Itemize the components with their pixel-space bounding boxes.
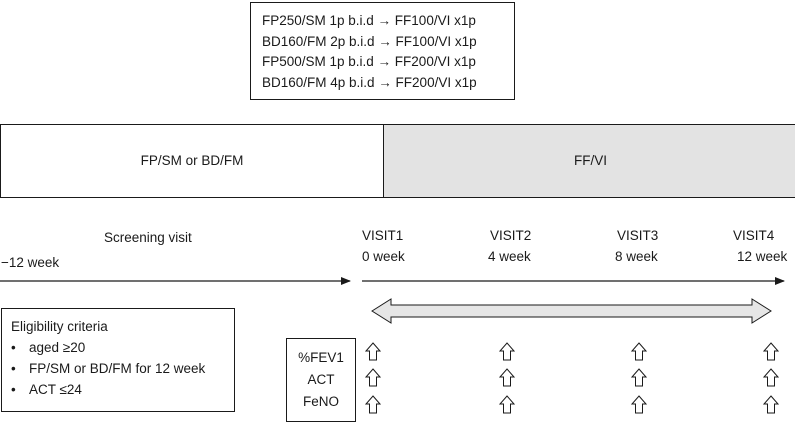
visit2-label: VISIT2: [490, 228, 532, 243]
eligibility-item: • aged ≥20: [11, 337, 234, 358]
visit3-week: 8 week: [615, 249, 658, 264]
phase-bar: FP/SM or BD/FM FF/VI: [0, 124, 795, 198]
up-arrow-icon: [630, 342, 648, 361]
run-in-phase-label: FP/SM or BD/FM: [140, 153, 244, 168]
drug-switch-box: FP250/SM 1p b.i.d → FF100/VI x1p BD160/F…: [250, 2, 515, 100]
bullet: •: [11, 340, 16, 355]
screening-week-label: −12 week: [1, 255, 60, 270]
visit1-label: VISIT1: [362, 228, 404, 243]
bullet: •: [11, 382, 16, 397]
eligibility-item-text: FP/SM or BD/FM for 12 week: [29, 361, 206, 376]
screening-visit-label: Screening visit: [104, 230, 192, 245]
treatment-phase-label: FF/VI: [574, 153, 607, 168]
up-arrow-icon: [498, 395, 516, 414]
eligibility-box: Eligibility criteria • aged ≥20 • FP/SM or…: [1, 308, 235, 412]
measure-item: FeNO: [302, 394, 339, 409]
eligibility-item-text: aged ≥20: [29, 340, 86, 355]
eligibility-item: • FP/SM or BD/FM for 12 week: [11, 358, 234, 379]
switch-line: BD160/FM 4p b.i.d → FF200/VI x1p: [262, 74, 477, 90]
up-arrow-icon: [762, 342, 780, 361]
switch-line: FP500/SM 1p b.i.d → FF200/VI x1p: [262, 54, 476, 69]
eligibility-title: Eligibility criteria: [11, 319, 108, 334]
treatment-span-double-arrow: [371, 298, 772, 324]
up-arrow-icon: [630, 395, 648, 414]
run-in-phase: FP/SM or BD/FM: [1, 125, 383, 197]
treatment-phase: FF/VI: [383, 125, 795, 197]
switch-line: BD160/FM 2p b.i.d → FF100/VI x1p: [262, 33, 477, 49]
eligibility-item: • ACT ≤24: [11, 379, 234, 400]
measure-item: %FEV1: [298, 350, 344, 365]
up-arrow-icon: [762, 368, 780, 387]
measures-box: %FEV1 ACT FeNO: [286, 338, 356, 422]
visit4-week: 12 week: [737, 249, 788, 264]
visit1-week: 0 week: [362, 249, 405, 264]
up-arrow-icon: [498, 368, 516, 387]
switch-line: FP250/SM 1p b.i.d → FF100/VI x1p: [262, 13, 476, 28]
visit2-week: 4 week: [488, 249, 531, 264]
assessment-arrows: [364, 342, 780, 414]
bullet: •: [11, 361, 16, 376]
up-arrow-icon: [498, 342, 516, 361]
eligibility-item-text: ACT ≤24: [29, 382, 82, 397]
up-arrow-icon: [364, 342, 382, 361]
up-arrow-icon: [364, 395, 382, 414]
up-arrow-icon: [364, 368, 382, 387]
visit4-label: VISIT4: [733, 228, 775, 243]
up-arrow-icon: [630, 368, 648, 387]
measure-item: ACT: [307, 372, 335, 387]
visit3-label: VISIT3: [617, 228, 659, 243]
up-arrow-icon: [762, 395, 780, 414]
